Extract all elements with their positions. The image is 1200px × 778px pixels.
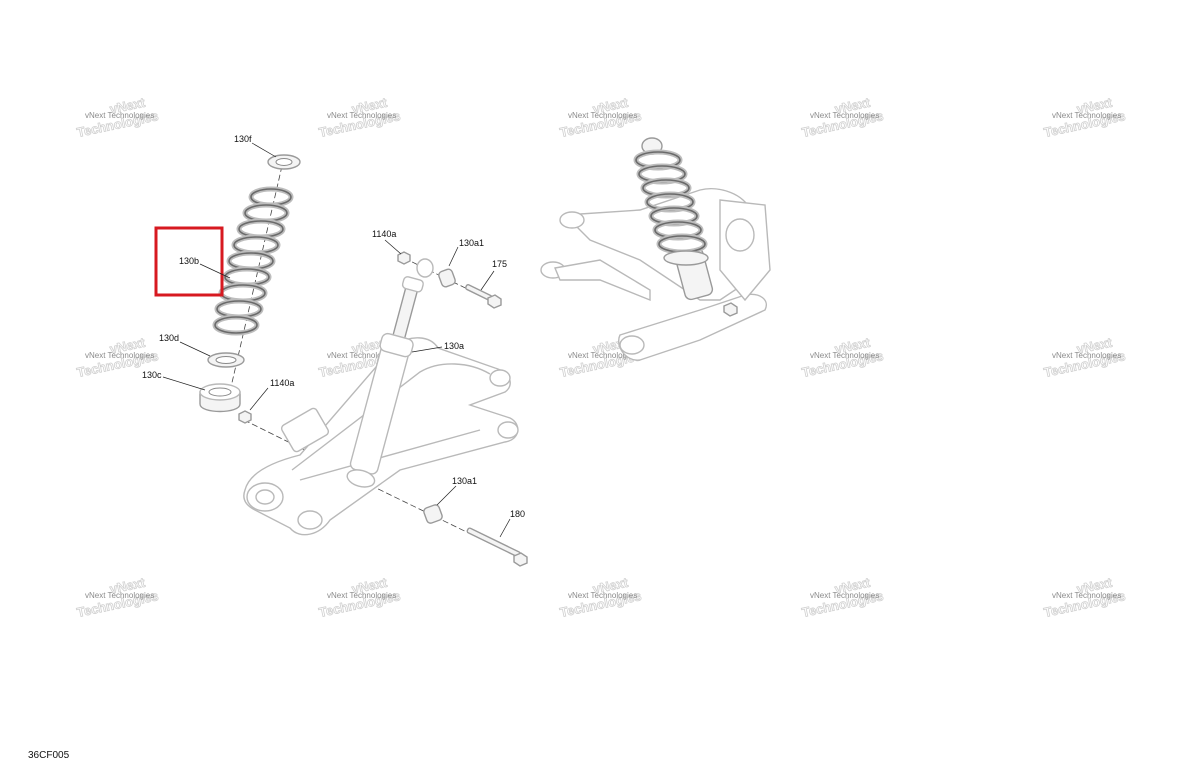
shock-absorber (346, 276, 424, 488)
arm-bushing-upper (489, 369, 511, 387)
leader-1140a-left (249, 387, 269, 411)
callout-130d: 130d (159, 333, 179, 343)
figure-reference-code: 36CF005 (28, 750, 70, 761)
svg-text:vNext Technologies: vNext Technologies (568, 351, 637, 360)
spring-retainer (267, 154, 301, 170)
assembled-view (540, 137, 771, 361)
leader-lines (162, 142, 511, 538)
shock-rod (392, 283, 419, 340)
svg-text:vNext Technologies: vNext Technologies (568, 111, 637, 120)
callout-130f: 130f (234, 134, 252, 144)
spring-seat-130d-bore (215, 356, 237, 364)
assembled-arm-bushing-1 (559, 211, 585, 229)
ball-joint-bore (255, 489, 275, 505)
leader-130a1-bottom (436, 485, 457, 506)
arm-bushing-left (297, 510, 323, 530)
callout-130a: 130a (444, 341, 464, 351)
leader-130f (251, 142, 277, 158)
adjuster-130c-bore (208, 387, 232, 397)
leader-130b (199, 263, 231, 279)
leader-175 (480, 270, 495, 291)
watermark: Technologies vNext vNext Technologies (1042, 94, 1127, 140)
watermark: Technologies vNext vNext Technologies (75, 94, 160, 140)
leader-130a (411, 346, 443, 353)
assembled-nut (723, 302, 738, 317)
callout-130a1-top: 130a1 (459, 238, 484, 248)
svg-text:vNext Technologies: vNext Technologies (327, 351, 396, 360)
nut-1140a-left (238, 410, 252, 424)
svg-text:vNext Technologies: vNext Technologies (327, 591, 396, 600)
bolt-180-head (513, 552, 528, 567)
spacer-130a1-bottom (423, 504, 443, 524)
watermark: Technologies vNext vNext Technologies (317, 94, 402, 140)
svg-text:vNext Technologies: vNext Technologies (85, 351, 154, 360)
upper-mount-eye (416, 258, 434, 278)
highlight-box-130b (154, 226, 224, 297)
watermark: Technologies vNext vNext Technologies (317, 574, 402, 620)
arm-bushing-lower (497, 421, 519, 439)
spacer-130a1-top (438, 268, 456, 288)
watermark: Technologies vNext vNext Technologies (800, 334, 885, 380)
watermark: Technologies vNext vNext Technologies (1042, 574, 1127, 620)
svg-text:vNext Technologies: vNext Technologies (810, 591, 879, 600)
upper-hardware (397, 251, 502, 309)
coil-spring (212, 186, 294, 336)
svg-text:vNext Technologies: vNext Technologies (810, 351, 879, 360)
svg-text:vNext Technologies: vNext Technologies (568, 591, 637, 600)
lower-hardware (238, 410, 528, 567)
watermark: Technologies vNext vNext Technologies (75, 574, 160, 620)
leader-130d (179, 341, 211, 357)
callout-1140a-left: 1140a (270, 378, 294, 388)
watermark: Technologies vNext vNext Technologies (800, 94, 885, 140)
assembled-knuckle-bore (725, 218, 755, 252)
watermark: Technologies vNext vNext Technologies (800, 574, 885, 620)
assembled-arm-tube (554, 259, 651, 302)
leader-180 (499, 518, 511, 538)
svg-text:vNext Technologies: vNext Technologies (810, 111, 879, 120)
svg-text:vNext Technologies: vNext Technologies (85, 111, 154, 120)
bolt-180-shank (466, 527, 521, 558)
svg-text:vNext Technologies: vNext Technologies (1052, 351, 1121, 360)
spring-coil (214, 316, 258, 334)
nut-1140a-top (397, 251, 411, 265)
leader-1140a-top (384, 239, 402, 255)
assembled-lower-bushing (619, 335, 645, 355)
bolt-175-head (487, 294, 502, 309)
watermark: Technologies vNext vNext Technologies (558, 94, 643, 140)
watermark: Technologies vNext vNext Technologies (558, 574, 643, 620)
callout-labels: 130f 130b 130d 130c 1140a 130a1 175 130a… (142, 134, 525, 519)
svg-text:vNext Technologies: vNext Technologies (327, 111, 396, 120)
assembled-coil-spring (633, 137, 709, 266)
callout-175: 175 (492, 259, 507, 269)
callout-130a1-bottom: 130a1 (452, 476, 477, 486)
svg-text:vNext Technologies: vNext Technologies (85, 591, 154, 600)
callout-130c: 130c (142, 370, 162, 380)
watermark: Technologies vNext vNext Technologies (1042, 334, 1127, 380)
leader-130a1-top (448, 246, 459, 267)
shock-upper-eye (401, 276, 424, 293)
spring-seat-parts (199, 352, 245, 413)
callout-1140a-top: 1140a (372, 229, 396, 239)
svg-text:vNext Technologies: vNext Technologies (1052, 591, 1121, 600)
spring-seat-bracket (280, 407, 330, 453)
leader-130c (162, 376, 206, 391)
retainer-130f-bore (275, 158, 293, 166)
shock-lower-eye (346, 469, 376, 488)
callout-130b: 130b (179, 256, 199, 266)
shock-collar (379, 332, 414, 358)
svg-text:vNext Technologies: vNext Technologies (1052, 111, 1121, 120)
assembled-spring-seat (663, 250, 709, 266)
callout-180: 180 (510, 509, 525, 519)
control-arm-tube-lower (299, 429, 481, 481)
